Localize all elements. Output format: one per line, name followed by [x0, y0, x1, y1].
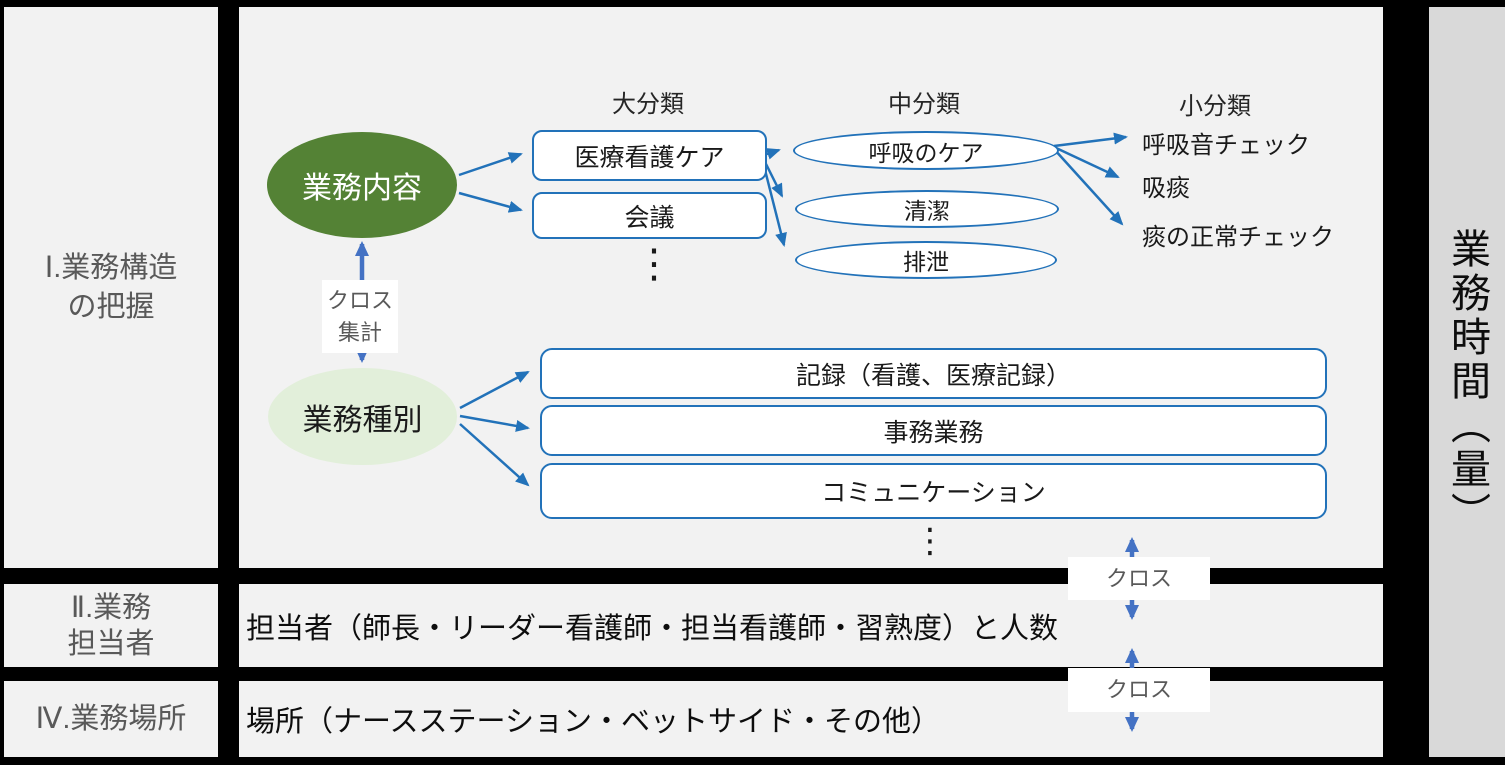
- cross-link-tag-2: クロス: [1068, 668, 1210, 712]
- section-label-place-text: Ⅳ.業務場所: [35, 702, 187, 735]
- section-label-staff: Ⅱ.業務 担当者: [4, 584, 218, 667]
- time-axis-label: 業務時間（量）: [1445, 228, 1489, 536]
- middle-ellipse-cleanliness: 清潔: [795, 190, 1059, 228]
- minor-item-suction: 吸痰: [1142, 175, 1190, 202]
- left-section-structure-panel: Ⅰ.業務構造 の把握: [4, 7, 218, 568]
- section-label-structure: Ⅰ.業務構造 の把握: [4, 7, 218, 568]
- type-box-clerical: 事務業務: [540, 405, 1327, 456]
- type-box-communication: コミュニケーション: [540, 463, 1327, 519]
- section-label-structure-line2: の把握: [67, 290, 155, 323]
- cross-link-tag-2-text: クロス: [1105, 677, 1172, 702]
- task-type-node: 業務種別: [268, 368, 457, 465]
- cross-tabulation-tag: クロス 集計: [322, 280, 398, 353]
- place-row-panel: 場所（ナースステーション・ベットサイド・その他）: [239, 681, 1383, 757]
- header-middle-category: 中分類: [888, 91, 960, 118]
- section-label-structure-line1: Ⅰ.業務構造: [44, 251, 178, 284]
- minor-item-sputum-check: 痰の正常チェック: [1142, 224, 1334, 251]
- task-content-node: 業務内容: [267, 132, 457, 238]
- cross-link-tag-1: クロス: [1068, 557, 1210, 600]
- section-label-staff-line1: Ⅱ.業務: [70, 591, 152, 624]
- cross-tabulation-line2: 集計: [337, 319, 382, 345]
- header-minor-category: 小分類: [1179, 93, 1251, 120]
- time-axis-label-wrap: 業務時間（量）: [1429, 7, 1505, 757]
- header-major-category: 大分類: [612, 91, 684, 118]
- middle-ellipse-breathing-care: 呼吸のケア: [793, 131, 1059, 170]
- cross-tabulation-line1: クロス: [326, 287, 393, 313]
- section-label-place: Ⅳ.業務場所: [4, 681, 218, 757]
- staff-row-text: 担当者（師長・リーダー看護師・担当看護師・習熟度）と人数: [246, 612, 1059, 645]
- cross-link-tag-1-text: クロス: [1105, 565, 1172, 591]
- middle-ellipse-excretion: 排泄: [795, 241, 1057, 279]
- type-box-records: 記録（看護、医療記録）: [540, 348, 1327, 399]
- type-ellipsis: ⋮: [913, 522, 947, 560]
- staff-row-panel: 担当者（師長・リーダー看護師・担当看護師・習熟度）と人数: [239, 584, 1383, 667]
- major-ellipsis: ⋮: [634, 242, 674, 286]
- left-section-place-panel: Ⅳ.業務場所: [4, 681, 218, 757]
- right-time-panel: 業務時間（量）: [1429, 7, 1505, 757]
- major-box-medical-nursing-care: 医療看護ケア: [532, 130, 767, 181]
- minor-item-breath-sound-check: 呼吸音チェック: [1142, 132, 1310, 159]
- major-box-meeting: 会議: [532, 192, 767, 239]
- place-row-text: 場所（ナースステーション・ベットサイド・その他）: [246, 706, 940, 738]
- section-label-staff-line2: 担当者: [67, 627, 155, 660]
- left-section-staff-panel: Ⅱ.業務 担当者: [4, 584, 218, 667]
